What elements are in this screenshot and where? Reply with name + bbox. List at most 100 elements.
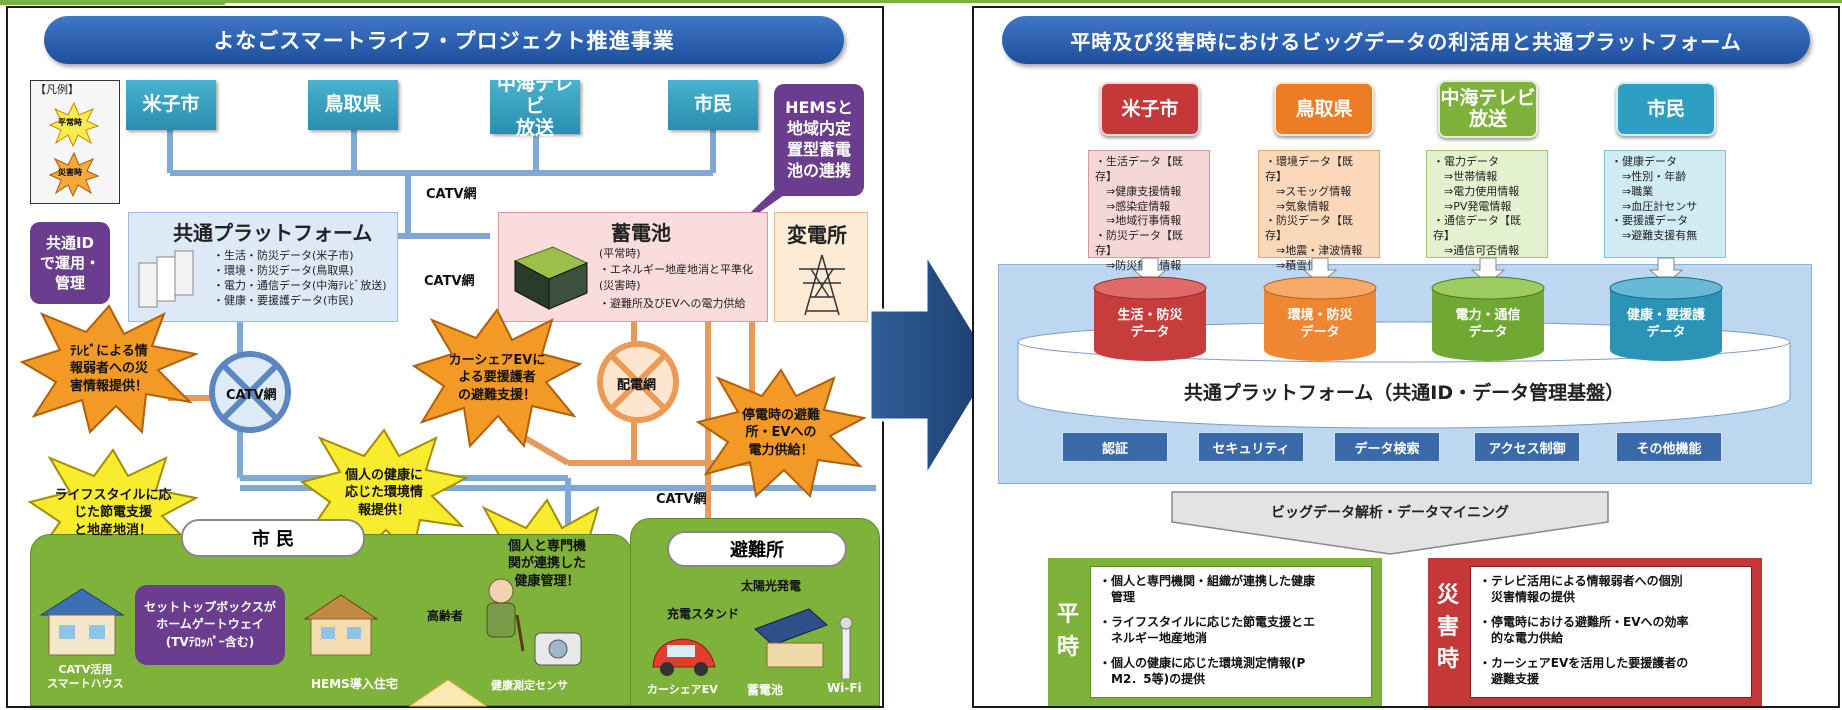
battery-line-1: (平常時) (599, 247, 641, 260)
burst-shape (20, 304, 198, 434)
legend-disaster-burst: 災害時 (48, 151, 100, 198)
cylinder-life-disaster-label: 生活・防災 データ (1117, 308, 1183, 340)
cylinder-health-support: 健康・要援護 データ (1608, 276, 1724, 362)
smart-house-caption: CATV活用 スマートハウス (47, 663, 124, 691)
battery-title: 蓄電池 (611, 221, 671, 245)
burst-outage-text: 停電時の避難 所・EVへの 電力供給！ (741, 407, 820, 458)
catv-node: CATV網 (208, 350, 292, 434)
data-box-yonago: ・生活データ【既存】 ⇒健康支援情報 ⇒感染症情報 ⇒地域行事情報 ・防災データ… (1088, 150, 1210, 272)
burst-lifestyle-text: ライフスタイルに応 じた節電支援 と地産地消！ (54, 487, 172, 538)
normal-time-box: 平 時 ・個人と専門機関・組織が連携した健康 管理 ・ライフスタイルに応じた節電… (1048, 558, 1382, 706)
disaster-line-3: ・カーシェアEVを活用した要援護者の 避難支援 (1479, 656, 1689, 687)
right-title: 平時及び災害時におけるビッグデータの利活用と共通プラットフォーム (1002, 16, 1810, 64)
hems-house-icon (303, 594, 379, 656)
head-chukai-tv: 中海テレビ 放送 (1438, 80, 1538, 138)
left-panel: よなごスマートライフ・プロジェクト推進事業 【凡例】 (6, 6, 884, 708)
normal-line-1: ・個人と専門機関・組織が連携した健康 管理 (1099, 574, 1316, 605)
cylinder-shape (1263, 276, 1377, 361)
head-citizens: 市民 (1616, 82, 1716, 136)
battery-icon (513, 246, 589, 310)
substation-box: 変電所 (774, 212, 868, 322)
top-accent-tab (0, 0, 225, 5)
elder-icon (486, 578, 525, 652)
platform-box: 共通プラットフォーム ・生活・防災データ(米子市) ・環境・防災データ(鳥取県)… (128, 212, 398, 322)
disaster-line-1: ・テレビ活用による情報弱者への個別 災害情報の提供 (1479, 574, 1683, 605)
legend-label: 【凡例】 (35, 83, 79, 96)
elder-label: 高齢者 (427, 609, 464, 623)
cylinder-shape (1093, 276, 1207, 361)
ev-icon (652, 638, 716, 676)
health-sensor-icon (534, 632, 582, 666)
bottom-highlight-shape (408, 679, 488, 707)
entity-chukai-tv: 中海テレビ 放送 (490, 73, 580, 139)
burst-shape (48, 151, 100, 198)
burst-carshare-text: カーシェアEVに よる要援護者 の避難支援！ (448, 352, 546, 403)
cylinder-shape (1609, 276, 1723, 361)
legend-normal-text: 平常時 (58, 118, 82, 127)
entity-tottori: 鳥取県 (308, 80, 398, 130)
platform-line-1: ・生活・防災データ(米子市) (213, 249, 354, 262)
catv-label-top: CATV網 (426, 187, 477, 202)
shelter-area: 避難所 太陽光発電 充電スタンド カーシェアEV 蓄電池 Wi-Fi (630, 518, 880, 706)
cylinder-shape (1431, 276, 1545, 361)
legend-normal-burst: 平常時 (48, 101, 100, 148)
citizen-label: 市 民 (181, 519, 365, 557)
burst-health-env-text: 個人の健康に 応じた環境情 報提供！ (344, 467, 423, 518)
top-accent-line (0, 0, 1842, 3)
normal-line-2: ・ライフスタイルに応じた節電支援とエ ネルギー地産地消 (1099, 615, 1316, 646)
legend-disaster-text: 災害時 (58, 168, 82, 177)
wifi-antenna-icon (839, 616, 853, 679)
disaster-time-box: 災 害 時 ・テレビ活用による情報弱者への個別 災害情報の提供 ・停電時における… (1428, 558, 1762, 706)
battery-line-3: (災害時) (599, 279, 641, 292)
burst-shape (696, 368, 866, 498)
data-box-citizens: ・健康データ ⇒性別・年齢 ⇒職業 ⇒血圧計センサ ・要援護データ ⇒避難支援有… (1604, 150, 1726, 258)
stb-tag: セットトップボックスが ホームゲートウェイ (TVﾃﾛｯﾊﾟｰ含む) (135, 585, 285, 665)
node-circle (597, 341, 679, 423)
burst-outage: 停電時の避難 所・EVへの 電力供給！ (696, 368, 866, 498)
burst-carshare: カーシェアEVに よる要援護者 の避難支援！ (412, 308, 582, 448)
function-auth: 認証 (1062, 432, 1168, 462)
charge-stand-label: 充電スタンド (667, 607, 740, 621)
legend-box: 【凡例】 平常時 災害時 (30, 80, 120, 204)
function-access-control: アクセス制御 (1474, 432, 1580, 462)
cylinder-power-comm-label: 電力・通信 データ (1455, 308, 1521, 340)
burst-tv-info-text: ﾃﾚﾋﾞによる情 報弱者への災 害情報提供！ (69, 343, 148, 394)
platform-line-4: ・健康・要援護データ(市民) (213, 294, 354, 307)
entity-citizens: 市民 (668, 80, 758, 130)
platform-title: 共通プラットフォーム (173, 221, 373, 245)
right-panel: 平時及び災害時におけるビッグデータの利活用と共通プラットフォーム 米子市 鳥取県… (972, 6, 1840, 708)
node-circle (209, 351, 291, 433)
data-box-chukai-tv: ・電力データ ⇒世帯情報 ⇒電力使用情報 ⇒PV発電情報 ・通信データ【既存】 … (1426, 150, 1548, 258)
analysis-label: ビッグデータ解析・データマイニング (1271, 505, 1509, 521)
burst-health-mgmt-text: 個人と専門機 関が連携した 健康管理！ (507, 538, 586, 589)
solar-panel-icon (754, 608, 828, 668)
normal-time-label: 平 時 (1056, 602, 1079, 660)
burst-shape (48, 101, 100, 148)
solar-label: 太陽光発電 (741, 579, 802, 593)
platform-line-2: ・環境・防災データ(鳥取県) (213, 264, 354, 277)
platform-label: 共通プラットフォーム（共通ID・データ管理基盤） (1183, 382, 1625, 404)
analysis-arrow (1171, 491, 1609, 555)
burst-shape (300, 428, 468, 558)
platform-line-3: ・電力・通信データ(中海ﾃﾚﾋﾞ放送) (213, 279, 387, 292)
catv-node-label: CATV網 (226, 388, 277, 403)
distribution-node: 配電網 (596, 340, 680, 424)
distribution-node-label: 配電網 (617, 378, 657, 393)
common-id-tag: 共通ID で運用・ 管理 (30, 222, 110, 304)
head-yonago: 米子市 (1100, 82, 1200, 136)
cylinder-health-support-label: 健康・要援護 データ (1626, 308, 1705, 340)
burst-tv-info: ﾃﾚﾋﾞによる情 報弱者への災 害情報提供！ (20, 304, 198, 434)
function-data-search: データ検索 (1334, 432, 1440, 462)
data-box-tottori: ・環境データ【既存】 ⇒スモッグ情報 ⇒気象情報 ・防災データ【既存】 ⇒地震・… (1258, 150, 1380, 272)
pylon-icon (799, 254, 845, 316)
disaster-time-content: ・テレビ活用による情報弱者への個別 災害情報の提供 ・停電時における避難所・EV… (1470, 566, 1752, 698)
head-tottori: 鳥取県 (1274, 82, 1374, 136)
normal-time-content: ・個人と専門機関・組織が連携した健康 管理 ・ライフスタイルに応じた節電支援とエ… (1090, 566, 1372, 698)
cylinder-env-disaster: 環境・防災 データ (1262, 276, 1378, 362)
catv-label-lower: CATV網 (656, 492, 707, 507)
battery2-caption: 蓄電池 (747, 683, 784, 697)
function-other: その他機能 (1616, 432, 1722, 462)
carshare-ev-caption: カーシェアEV (647, 683, 718, 696)
normal-line-3: ・個人の健康に応じた環境測定情報(P M2．5等)の提供 (1099, 656, 1306, 687)
substation-title: 変電所 (787, 223, 847, 247)
